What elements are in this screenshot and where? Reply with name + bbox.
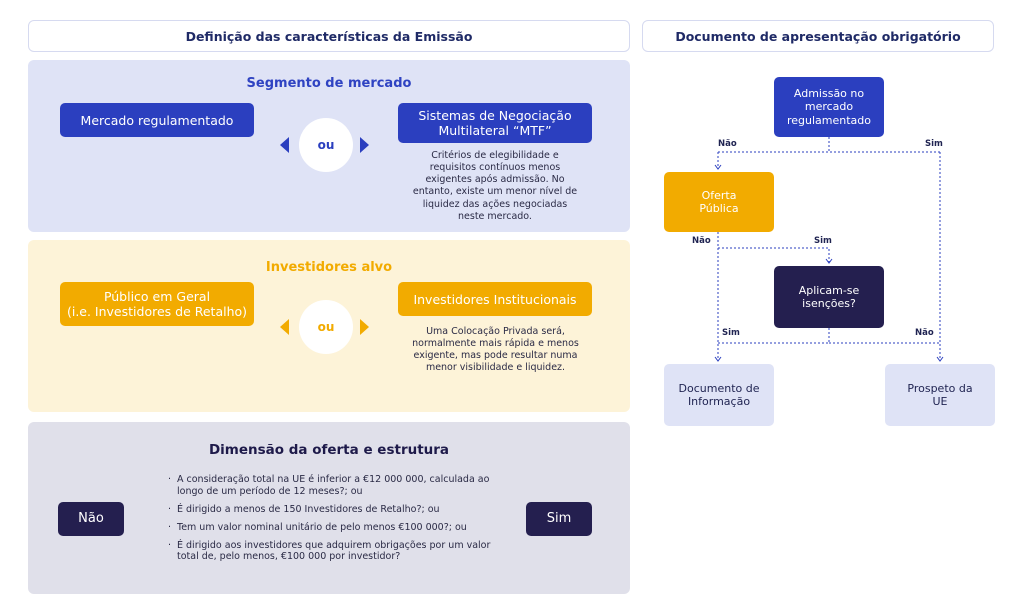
information-document-box: Documento de Informação <box>664 364 774 426</box>
target-investors-title: Investidores alvo <box>265 260 393 275</box>
offer-size-title: Dimensão da oferta e estrutura <box>208 442 450 458</box>
exemptions-no-label: Não <box>915 328 934 338</box>
market-segment-note: Critérios de elegibilidade e requisitos … <box>412 150 578 222</box>
or-label: ou <box>317 138 335 152</box>
market-segment-panel: Segmento de mercado Mercado regulamentad… <box>28 60 630 232</box>
criteria-item: É dirigido aos investidores que adquirem… <box>168 540 498 564</box>
yes-box: Sim <box>526 502 592 536</box>
offer-size-panel: Dimensão da oferta e estrutura Não A con… <box>28 422 630 594</box>
retail-investors-line2: (i.e. Investidores de Retalho) <box>66 304 248 319</box>
public-offer-box: Oferta Pública <box>664 172 774 232</box>
mtf-option: Sistemas de Negociação Multilateral “MTF… <box>398 103 592 143</box>
right-section-header: Documento de apresentação obrigatório <box>642 20 994 52</box>
exemptions-yes-label: Sim <box>722 328 740 338</box>
eu-prospectus-box: Prospeto da UE <box>885 364 995 426</box>
criteria-item: Tem um valor nominal unitário de pelo me… <box>168 522 498 534</box>
admission-box: Admissão no mercado regulamentado <box>774 77 884 137</box>
arrow-right-icon <box>360 137 369 153</box>
retail-investors-line1: Público em Geral <box>103 289 211 304</box>
criteria-list: A consideração total na UE é inferior a … <box>168 474 498 569</box>
arrow-left-icon <box>280 319 289 335</box>
or-circle: ou <box>299 118 353 172</box>
offer-yes-label: Sim <box>814 236 832 246</box>
left-section-header: Definição das características da Emissão <box>28 20 630 52</box>
or-circle: ou <box>299 300 353 354</box>
target-investors-panel: Investidores alvo Público em Geral (i.e.… <box>28 240 630 412</box>
or-label: ou <box>317 320 335 334</box>
offer-no-label: Não <box>692 236 711 246</box>
institutional-investors-option: Investidores Institucionais <box>398 282 592 316</box>
admission-yes-label: Sim <box>925 139 943 149</box>
criteria-item: A consideração total na UE é inferior a … <box>168 474 498 498</box>
target-investors-note: Uma Colocação Privada será, normalmente … <box>412 326 579 374</box>
criteria-item: É dirigido a menos de 150 Investidores d… <box>168 504 498 516</box>
regulated-market-option: Mercado regulamentado <box>60 103 254 137</box>
retail-investors-option: Público em Geral (i.e. Investidores de R… <box>60 282 254 326</box>
arrow-right-icon <box>360 319 369 335</box>
admission-no-label: Não <box>718 139 737 149</box>
arrow-left-icon <box>280 137 289 153</box>
market-segment-title: Segmento de mercado <box>246 76 412 91</box>
exemptions-box: Aplicam-se isenções? <box>774 266 884 328</box>
no-box: Não <box>58 502 124 536</box>
